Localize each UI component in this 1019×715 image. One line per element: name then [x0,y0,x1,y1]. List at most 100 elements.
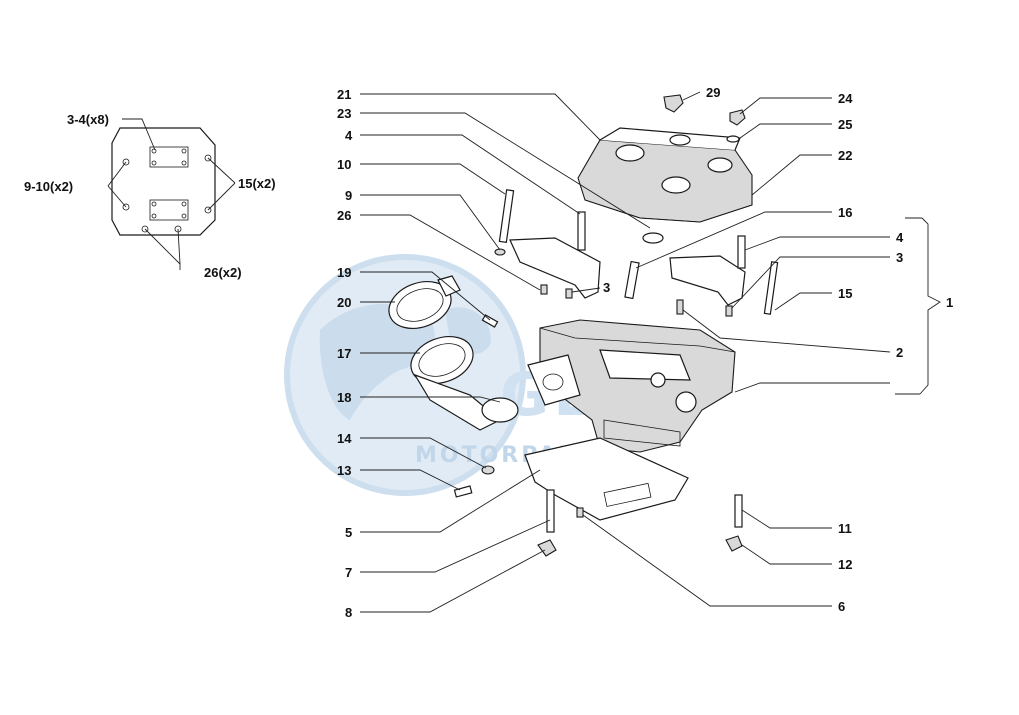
leader-25 [739,123,832,139]
inset-hole [181,213,187,219]
inset-hole [181,148,187,154]
leader-16 [635,211,832,269]
inset-label-3-4: 3-4(x8) [67,112,109,127]
leader-22 [751,154,832,196]
dowel-2 [676,299,684,315]
intake-flange [527,354,581,406]
callout-13: 13 [337,463,351,478]
watermark-continent [319,303,435,420]
stud-11 [734,494,743,528]
screw-19 [481,314,499,328]
callout-21: 21 [337,87,351,102]
leader-26 [360,214,541,291]
dowel-3b [725,305,733,317]
callout-10: 10 [337,157,351,172]
callout-1: 1 [946,295,953,310]
leader-19 [360,271,491,321]
stud-4b [737,235,746,269]
callout-20: 20 [337,295,351,310]
leader-8 [360,549,546,613]
nut-8 [537,539,557,557]
washer-14 [481,465,495,475]
leader-7 [360,519,551,573]
leader-24 [739,97,832,115]
callout-16: 16 [838,205,852,220]
manifold-17-inner [418,343,466,377]
leader-3b [731,256,890,309]
inset-hole [181,201,187,207]
valve-cover [577,127,753,223]
stud-10 [498,189,515,243]
bracket-1 [919,217,941,395]
nut-12 [725,535,743,552]
callout-12: 12 [838,557,852,572]
callout-3-center: 3 [603,280,610,295]
spark-plug-16 [624,260,640,300]
leader-21 [360,93,601,141]
inset-hole [122,158,130,166]
valve-cover-boss [669,134,691,146]
stud-7 [546,489,555,533]
leader-4b [744,236,890,251]
inset-hole [181,160,187,166]
cylinder-head [539,319,736,453]
oring-16 [642,232,664,244]
leader-inset-15-a [207,157,236,184]
leader-inset-9-10-b [107,185,127,208]
callout-8: 8 [345,605,352,620]
callout-labels: 21 23 4 10 9 26 19 20 17 18 14 13 5 7 8 … [337,85,953,620]
callout-18: 18 [337,390,351,405]
callout-5: 5 [345,525,352,540]
inset-hole [204,154,212,162]
leader-inset-26-b [177,228,181,265]
rocker-support-right [669,255,746,306]
callout-6: 6 [838,599,845,614]
dowel-6 [576,507,584,518]
cylinder-head-port [675,391,697,413]
dowel-3a [565,288,573,299]
valve-cover-boss [615,144,645,162]
inset-gasket: 3-4(x8) 9-10(x2) 15(x2) 26(x2) [24,112,276,280]
inset-hole [151,148,157,154]
callout-19: 19 [337,265,351,280]
inset-dowel [141,225,149,233]
intake-parts [388,275,581,431]
washer-9 [494,248,506,256]
callout-23: 23 [337,106,351,121]
inset-label-15: 15(x2) [238,176,276,191]
callout-15: 15 [838,286,852,301]
leader-12 [741,544,832,565]
leader-inset-9-10-a [107,161,127,187]
leader-10 [360,163,506,195]
inset-gasket-outline [111,127,216,236]
leader-4a [360,134,581,215]
cylinder-head-fins [603,419,681,447]
inset-hole [151,201,157,207]
screw-24 [729,109,746,126]
callout-2: 2 [896,345,903,360]
stud-4a [577,211,586,251]
top-small-parts [642,94,746,244]
leader-11 [741,509,832,529]
leader-15 [774,292,832,311]
lower-parts [453,437,743,557]
inset-label-26: 26(x2) [204,265,242,280]
callout-11: 11 [838,521,852,536]
leader-lines [360,91,941,613]
leader-6 [582,514,832,607]
leader-9 [360,194,501,251]
leader-1-head [734,382,890,393]
stud-15 [763,261,779,315]
leader-5 [360,469,541,533]
oring-18 [481,397,519,423]
head-gasket-5 [524,437,689,521]
callout-17: 17 [337,346,351,361]
rocker-parts [494,189,779,317]
plug-29 [663,94,684,113]
leader-2 [682,309,891,353]
leader-13 [360,469,461,491]
inset-hole [151,213,157,219]
cylinder-head-pocket [599,349,691,381]
washer-25 [726,135,740,143]
